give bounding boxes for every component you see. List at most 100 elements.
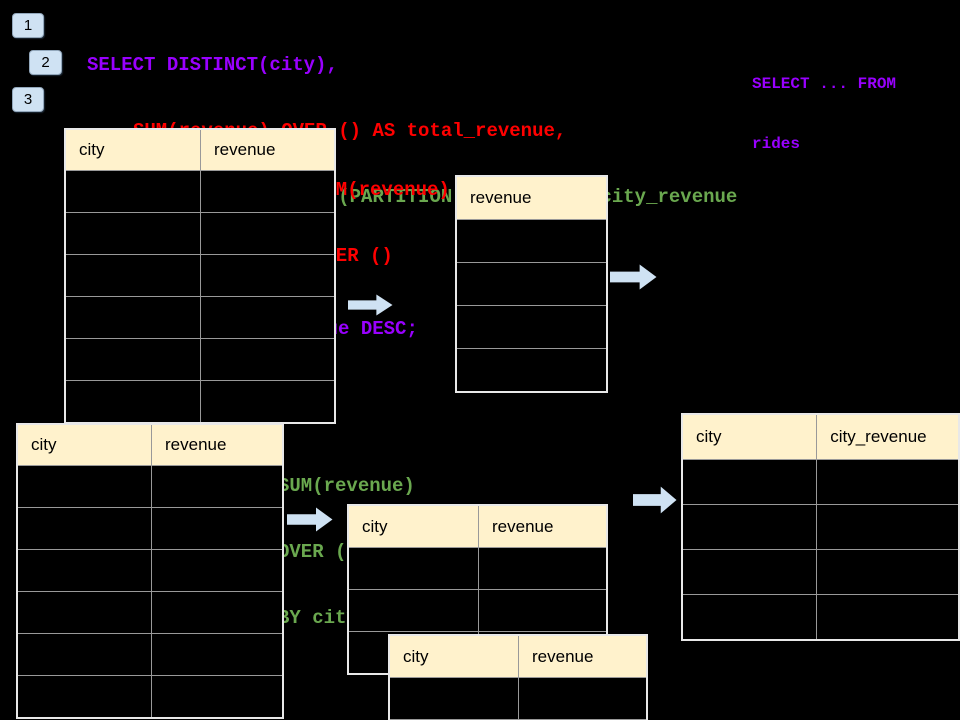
table-row: [681, 459, 960, 505]
empty-cell: [151, 549, 284, 592]
empty-cell: [64, 212, 201, 255]
column-header-city: city: [388, 634, 519, 678]
table-row: [64, 170, 336, 213]
step-badge-2: 2: [29, 50, 62, 75]
column-header-city: city: [64, 128, 201, 171]
column-header-city_revenue: city_revenue: [816, 413, 960, 460]
empty-cell: [200, 338, 336, 381]
empty-cell: [64, 338, 201, 381]
empty-cell: [681, 549, 818, 595]
empty-cell: [151, 633, 284, 676]
empty-cell: [151, 507, 284, 550]
empty-cell: [16, 591, 152, 634]
table-row: [681, 594, 960, 641]
empty-cell: [200, 296, 336, 339]
empty-cell: [816, 459, 960, 505]
empty-cell: [681, 594, 818, 641]
empty-cell: [455, 262, 608, 306]
table-row: [681, 549, 960, 595]
empty-cell: [16, 507, 152, 550]
table-row: [347, 547, 608, 590]
column-header-revenue: revenue: [200, 128, 336, 171]
empty-cell: [200, 254, 336, 297]
empty-cell: [16, 549, 152, 592]
empty-cell: [816, 549, 960, 595]
empty-cell: [816, 504, 960, 550]
table-row: [455, 305, 608, 349]
sql-line-select-distinct: SELECT DISTINCT(city),: [87, 54, 338, 76]
step-badge-1: 1: [12, 13, 44, 38]
empty-cell: [347, 589, 479, 632]
table-row: [455, 348, 608, 393]
column-header-city: city: [681, 413, 818, 460]
flow-arrow-right-icon: [348, 294, 393, 316]
empty-cell: [347, 547, 479, 590]
empty-cell: [455, 348, 608, 393]
table-row: [681, 504, 960, 550]
step-badge-3: 3: [12, 87, 44, 112]
empty-cell: [151, 465, 284, 508]
empty-cell: [16, 465, 152, 508]
column-header-city: city: [16, 423, 152, 466]
empty-cell: [64, 296, 201, 339]
empty-cell: [64, 254, 201, 297]
empty-cell: [681, 459, 818, 505]
select-from-rides-note: SELECT ... FROM rides: [752, 34, 896, 194]
empty-cell: [64, 380, 201, 424]
flow-arrow-right-icon: [633, 486, 677, 514]
note-line-2: rides: [752, 135, 801, 153]
table-row: [64, 296, 336, 339]
empty-cell: [681, 504, 818, 550]
column-header-city: city: [347, 504, 479, 548]
empty-cell: [455, 305, 608, 349]
empty-cell: [478, 589, 608, 632]
empty-cell: [478, 547, 608, 590]
table-row: [64, 254, 336, 297]
table-row: [455, 219, 608, 263]
empty-cell: [200, 212, 336, 255]
table-row: [64, 212, 336, 255]
column-header-revenue: revenue: [455, 175, 608, 220]
table-row: [16, 507, 284, 550]
empty-cell: [16, 633, 152, 676]
table-row: [16, 675, 284, 719]
table-row: [347, 589, 608, 632]
table-row: [16, 549, 284, 592]
note-line-1: SELECT ... FROM: [752, 75, 897, 93]
header-row: revenue: [455, 175, 608, 220]
flow-arrow-right-icon: [610, 264, 657, 290]
flow-arrow-right-icon: [287, 507, 333, 532]
table-row: [455, 262, 608, 306]
table-row: [16, 591, 284, 634]
table-row: [64, 338, 336, 381]
empty-cell: [200, 170, 336, 213]
empty-cell: [16, 675, 152, 719]
annotation-line: SUM(revenue): [278, 475, 415, 497]
empty-cell: [151, 675, 284, 719]
total-revenue-table: revenue: [455, 175, 608, 393]
table-row: [64, 380, 336, 424]
empty-cell: [64, 170, 201, 213]
empty-cell: [151, 591, 284, 634]
annotation-line: SUM(revenue): [313, 179, 450, 201]
table-row: [16, 465, 284, 508]
column-header-revenue: revenue: [151, 423, 284, 466]
column-header-revenue: revenue: [518, 634, 648, 678]
empty-cell: [816, 594, 960, 641]
table-row: [16, 633, 284, 676]
empty-cell: [200, 380, 336, 424]
empty-cell: [388, 677, 519, 720]
empty-cell: [455, 219, 608, 263]
column-header-revenue: revenue: [478, 504, 608, 548]
empty-cell: [518, 677, 648, 720]
